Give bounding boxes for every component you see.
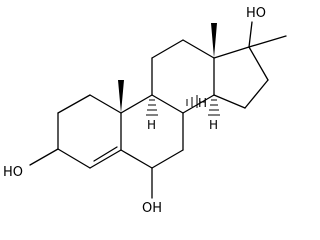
ring-a <box>57 94 122 169</box>
bond-c3-c4 <box>57 148 91 169</box>
bond-c17-c16 <box>248 46 269 81</box>
bond-c6-c7 <box>151 149 184 169</box>
bond-c17-oh <box>248 21 253 48</box>
bond-c15-c14 <box>213 94 246 109</box>
hash-bond-c9-h <box>146 99 158 116</box>
bond-c5-c6 <box>120 149 153 169</box>
hydrogen-label-c9: H <box>147 118 156 132</box>
hydroxyl-label-c3: HO <box>3 165 23 180</box>
bond-c13-c17 <box>213 46 250 59</box>
hash-bond-c8-h <box>186 95 198 108</box>
bond-c1-c2 <box>57 94 91 114</box>
hydroxyl-label-c17: HO <box>246 6 266 21</box>
hydrogen-label-c8: H <box>198 96 207 110</box>
bond-c3-oh <box>29 148 59 166</box>
methyl-c19-wedge <box>118 80 124 113</box>
hydrogen-label-c14: H <box>209 118 218 132</box>
bond-c14-c8 <box>182 94 215 114</box>
hydroxyl-label-c6: OH <box>142 201 162 216</box>
bond-c16-c15 <box>244 79 269 109</box>
hash-bond-c14-h <box>208 99 220 116</box>
bond-c9-c10 <box>120 94 153 114</box>
bond-c10-c1 <box>89 94 122 114</box>
bond-c11-c12 <box>151 39 184 59</box>
ring-b <box>120 94 184 169</box>
bond-c4-c5-double <box>93 146 118 162</box>
steroid-structure-diagram: HO OH HO H H H <box>3 6 287 216</box>
methyl-c18-wedge <box>211 23 217 58</box>
methyl-c17-bond <box>248 35 287 48</box>
ring-d <box>213 46 269 109</box>
bond-c4-c5 <box>89 149 122 169</box>
bond-c8-c9 <box>151 94 184 114</box>
ring-c <box>151 39 215 114</box>
bond-c12-c13 <box>182 39 215 59</box>
